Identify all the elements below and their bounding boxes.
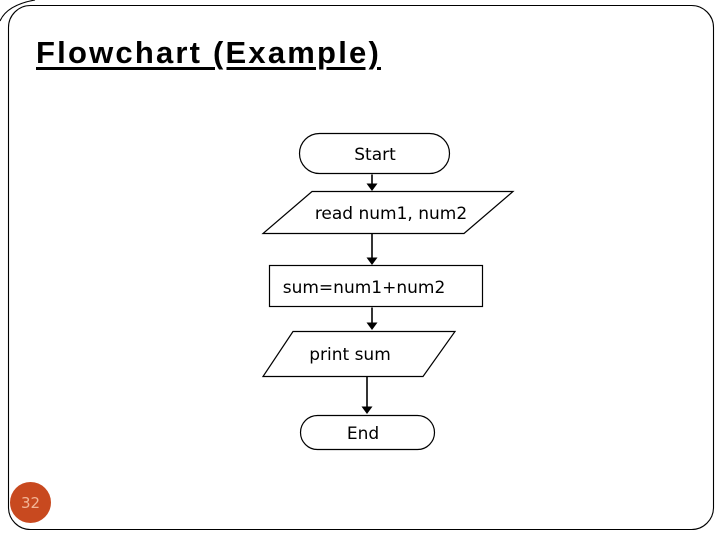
node-label: sum=num1+num2 <box>283 278 446 298</box>
connector-read-sum <box>366 233 378 265</box>
node-end: End <box>299 414 436 451</box>
node-label: print sum <box>309 345 391 365</box>
slide-corner-arc <box>0 0 36 22</box>
node-label: read num1, num2 <box>315 204 467 224</box>
arrow-down-icon <box>366 322 378 330</box>
slide-border <box>7 4 715 531</box>
input-output-shape <box>261 330 457 378</box>
node-start: Start <box>298 132 451 175</box>
arrow-down-icon <box>366 183 378 191</box>
node-sum-process: sum=num1+num2 <box>268 264 484 308</box>
connector-start-read <box>366 174 378 191</box>
page-number-badge: 32 <box>10 482 51 523</box>
arrow-down-icon <box>361 406 373 414</box>
node-label: End <box>347 424 379 444</box>
node-print-output: print sum <box>261 330 457 378</box>
node-read-input: read num1, num2 <box>261 190 515 235</box>
terminator-shape <box>299 414 436 451</box>
node-label: Start <box>354 145 396 165</box>
page-number: 32 <box>20 493 41 512</box>
terminator-shape <box>298 132 451 175</box>
input-output-shape <box>261 190 515 235</box>
connector-sum-print <box>366 307 378 330</box>
page-title: Flowchart (Example) <box>36 35 381 70</box>
arrow-down-icon <box>366 257 378 265</box>
connector-print-end <box>361 376 373 414</box>
process-shape <box>268 264 484 308</box>
